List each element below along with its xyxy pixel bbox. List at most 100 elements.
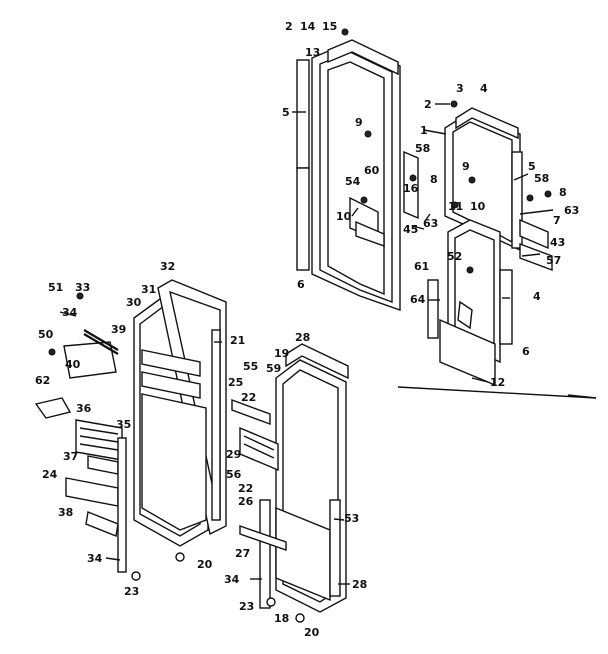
callout-5: 5: [282, 106, 290, 119]
callout-10: 10: [336, 210, 352, 223]
callout-60: 60: [364, 164, 380, 177]
callout-18: 18: [274, 612, 289, 625]
callout-39: 39: [111, 323, 126, 336]
callout-50: 50: [38, 328, 54, 341]
callout-8: 8: [559, 186, 567, 199]
callout-55: 55: [243, 360, 258, 373]
screw-50: [48, 348, 56, 356]
callout-45: 45: [403, 223, 418, 236]
callout-11: 11: [448, 200, 463, 213]
callout-63: 63: [423, 217, 438, 230]
callout-3: 3: [456, 82, 464, 95]
screw-2: [341, 28, 349, 36]
door-gasket-strip: [499, 269, 513, 345]
callout-5: 5: [528, 160, 536, 173]
callout-4: 4: [480, 82, 488, 95]
screw-2: [450, 100, 458, 108]
callout-64: 64: [410, 293, 426, 306]
callout-8: 8: [430, 173, 438, 186]
callout-34: 34: [62, 306, 78, 319]
callout-25: 25: [228, 376, 243, 389]
callout-34: 34: [224, 573, 240, 586]
screw-23: [266, 597, 276, 607]
callout-7: 7: [553, 214, 561, 227]
screw-60: [360, 196, 368, 204]
callout-56: 56: [226, 468, 242, 481]
door-gasket-strip: [511, 151, 523, 249]
callout-38: 38: [58, 506, 73, 519]
callout-10: 10: [470, 200, 486, 213]
screw-20: [175, 552, 185, 562]
callout-20: 20: [197, 558, 213, 571]
screw-8: [409, 174, 417, 182]
door-gasket-strip: [259, 499, 271, 609]
callout-27: 27: [235, 547, 250, 560]
callout-61: 61: [414, 260, 429, 273]
screw-8: [544, 190, 552, 198]
callout-6: 6: [522, 345, 530, 358]
door-gasket-strip: [296, 59, 310, 169]
callout-36: 36: [76, 402, 92, 415]
callout-20: 20: [304, 626, 320, 639]
callout-15: 15: [322, 20, 337, 33]
screw-58: [526, 194, 534, 202]
callout-40: 40: [65, 358, 81, 371]
divider-line: [397, 386, 597, 399]
callout-37: 37: [63, 450, 78, 463]
fresh-food-door-assembly: [34, 279, 227, 581]
callout-22: 22: [238, 482, 253, 495]
door-gasket-strip: [211, 329, 221, 521]
door-gasket-strip: [427, 279, 439, 339]
callout-34: 34: [87, 552, 103, 565]
callout-28: 28: [295, 331, 310, 344]
callout-1: 1: [420, 124, 428, 137]
callout-23: 23: [124, 585, 139, 598]
screw-23: [131, 571, 141, 581]
callout-33: 33: [75, 281, 90, 294]
callout-29: 29: [226, 448, 241, 461]
callout-22: 22: [241, 391, 256, 404]
callout-9: 9: [462, 160, 470, 173]
callout-23: 23: [239, 600, 254, 613]
callout-12: 12: [490, 376, 505, 389]
callout-21: 21: [230, 334, 245, 347]
callout-26: 26: [238, 495, 254, 508]
callout-13: 13: [305, 46, 320, 59]
screw-11: [451, 201, 459, 209]
screw-9: [364, 130, 372, 138]
callout-9: 9: [355, 116, 363, 129]
callout-24: 24: [42, 468, 58, 481]
dispenser-door-assembly: [231, 343, 349, 623]
callout-43: 43: [550, 236, 565, 249]
callout-2: 2: [424, 98, 432, 111]
callout-52: 52: [447, 250, 462, 263]
screw-9: [468, 176, 476, 184]
callout-14: 14: [300, 20, 316, 33]
callout-58: 58: [415, 142, 430, 155]
callout-58: 58: [534, 172, 549, 185]
screw-52: [466, 266, 474, 274]
callout-28: 28: [352, 578, 367, 591]
door-gasket-strip: [329, 499, 341, 597]
callout-19: 19: [274, 347, 289, 360]
door-gasket-strip: [117, 437, 127, 573]
callout-6: 6: [297, 278, 305, 291]
callout-4: 4: [533, 290, 541, 303]
callout-35: 35: [116, 418, 131, 431]
freezer-door-assembly: [296, 28, 419, 311]
callout-31: 31: [141, 283, 156, 296]
callout-16: 16: [403, 182, 419, 195]
callout-59: 59: [266, 362, 281, 375]
callout-54: 54: [345, 175, 361, 188]
door-gasket-strip: [296, 167, 310, 271]
callout-leaders: [59, 103, 554, 585]
small-door-assembly: [427, 100, 553, 387]
callout-51: 51: [48, 281, 63, 294]
callout-2: 2: [285, 20, 293, 33]
callout-30: 30: [126, 296, 142, 309]
callout-62: 62: [35, 374, 50, 387]
callout-53: 53: [344, 512, 359, 525]
screw-20: [295, 613, 305, 623]
